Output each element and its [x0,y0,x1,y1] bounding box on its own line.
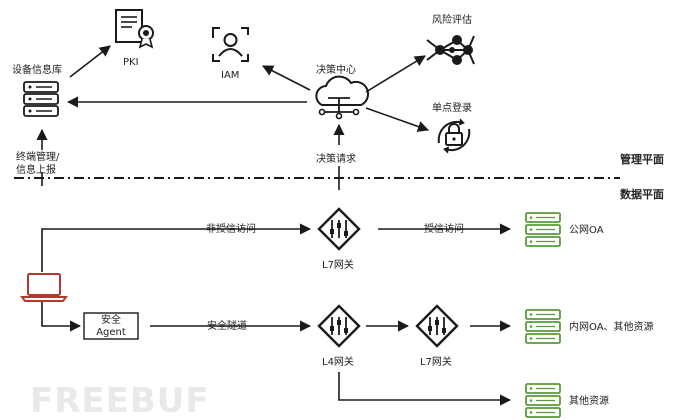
internal-oa-label: 内网OA、其他资源 [569,320,654,333]
edge-decision-to-sso [365,107,430,132]
other-resources-label: 其他资源 [569,394,609,407]
decision-request-label: 决策请求 [316,152,356,165]
iam-identity-icon [212,27,249,62]
security-agent-box[interactable]: 安全 Agent [83,312,139,340]
secure-tunnel-label: 安全隧道 [207,319,247,332]
laptop-icon[interactable] [20,273,68,302]
unauthorized-access-label: 非授信访问 [206,222,256,235]
edge-laptop-to-agent [41,302,82,332]
terminal-mgmt-label-2: 信息上报 [16,163,56,176]
risk-assessment-label: 风险评估 [432,13,472,26]
l4-gateway-icon[interactable] [317,304,361,348]
other-resources-server-icon[interactable] [525,383,561,418]
terminal-mgmt-label-1: 终端管理/ [16,150,60,163]
pki-label: PKI [123,57,139,68]
decision-center-label: 决策中心 [316,63,356,76]
public-oa-server-icon[interactable] [525,212,561,247]
decision-center-cloud-icon [315,75,370,120]
watermark-text: FREEBUF [30,381,210,420]
authorized-access-label: 授信访问 [424,222,464,235]
data-plane-label: 数据平面 [620,187,664,201]
device-db-icon [23,81,59,117]
l4-gateway-label: L4网关 [322,355,354,368]
l7-gateway-top-label: L7网关 [322,258,354,271]
edge-db-to-pki [69,45,111,78]
certificate-icon [115,9,154,49]
sso-label: 单点登录 [432,101,472,114]
agent-label-2: Agent [96,327,126,338]
l7-gateway-bottom-label: L7网关 [420,355,452,368]
management-plane-label: 管理平面 [620,152,664,166]
l7-gateway-bottom-icon[interactable] [415,304,459,348]
iam-label: IAM [221,70,239,81]
l7-gateway-top-icon[interactable] [317,207,361,251]
sso-lock-icon [437,118,471,154]
edge-l4-to-other-resources [338,372,512,406]
device-db-label: 设备信息库 [12,63,62,76]
internal-oa-server-icon[interactable] [525,309,561,344]
edge-laptop-to-l7-top [41,223,312,272]
edge-decision-to-iam [262,65,311,91]
risk-assessment-network-icon [426,35,475,65]
public-oa-label: 公网OA [569,224,604,236]
edge-decision-to-risk [365,55,426,93]
agent-label-1: 安全 [101,313,121,326]
